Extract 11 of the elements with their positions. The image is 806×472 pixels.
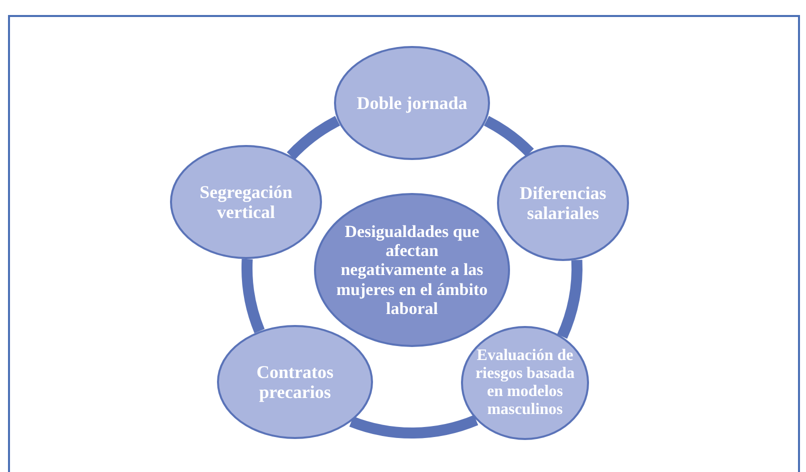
node-label: Evaluación de riesgos basada en modelos masculinos xyxy=(474,347,576,419)
ring-connector xyxy=(287,116,340,160)
ring-connector xyxy=(484,116,534,157)
node-label: Segregación vertical xyxy=(198,182,294,222)
ring-connector xyxy=(242,259,265,333)
ring-connector xyxy=(350,414,478,438)
node-label: Contratos precarios xyxy=(256,362,334,402)
node-label: Diferencias salariales xyxy=(518,182,608,224)
node-label: Desigualdades que afectan negativamente a las mujeres en el ámbito laboral xyxy=(336,222,488,318)
ring-connector xyxy=(556,260,582,338)
node-label: Doble jornada xyxy=(356,92,468,114)
